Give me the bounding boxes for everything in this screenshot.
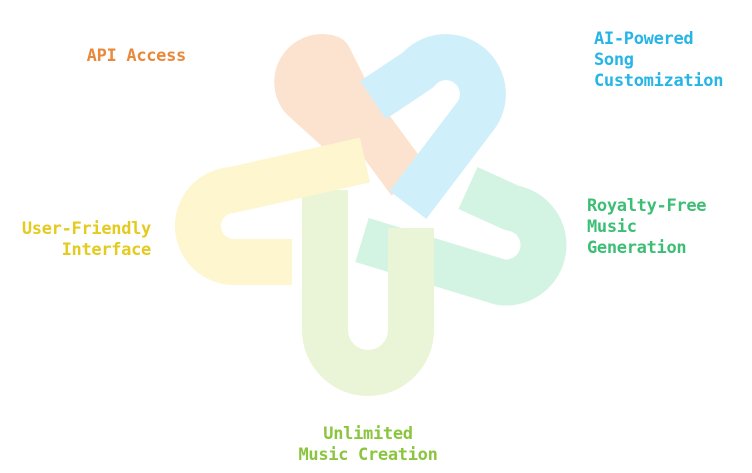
label-unlimited-music: Unlimited Music Creation bbox=[268, 424, 468, 466]
label-royalty-free: Royalty-Free Music Generation bbox=[587, 196, 707, 259]
label-unlimited-line-2: Music Creation bbox=[298, 445, 438, 465]
label-ai-line-2: Song bbox=[594, 50, 634, 70]
loop-royalty-free bbox=[355, 167, 567, 306]
loop-royalty-shape bbox=[355, 167, 567, 306]
loop-unlimited-shape bbox=[302, 190, 434, 396]
loop-unlimited-music bbox=[302, 190, 434, 396]
label-api-line-1: API Access bbox=[86, 46, 187, 66]
loop-api-access bbox=[274, 34, 429, 196]
label-royalty-line-3: Generation bbox=[587, 238, 687, 258]
label-user-friendly: User-Friendly Interface bbox=[22, 219, 151, 261]
loop-api-shape bbox=[274, 34, 429, 196]
loop-user-shape bbox=[174, 137, 371, 286]
label-ai-line-3: Customization bbox=[594, 71, 724, 91]
label-ai-powered: AI-Powered Song Customization bbox=[594, 29, 723, 92]
label-user-line-1: User-Friendly bbox=[21, 219, 151, 239]
label-unlimited-line-1: Unlimited bbox=[323, 424, 413, 444]
label-royalty-line-2: Music bbox=[587, 217, 637, 237]
loop-user-friendly bbox=[174, 137, 371, 286]
label-royalty-line-1: Royalty-Free bbox=[587, 196, 707, 216]
label-ai-line-1: AI-Powered bbox=[594, 29, 694, 49]
loop-ai-powered bbox=[360, 34, 506, 219]
label-api-access: API Access bbox=[86, 46, 187, 67]
loop-ai-shape bbox=[360, 34, 506, 219]
label-user-line-2: Interface bbox=[61, 240, 152, 260]
